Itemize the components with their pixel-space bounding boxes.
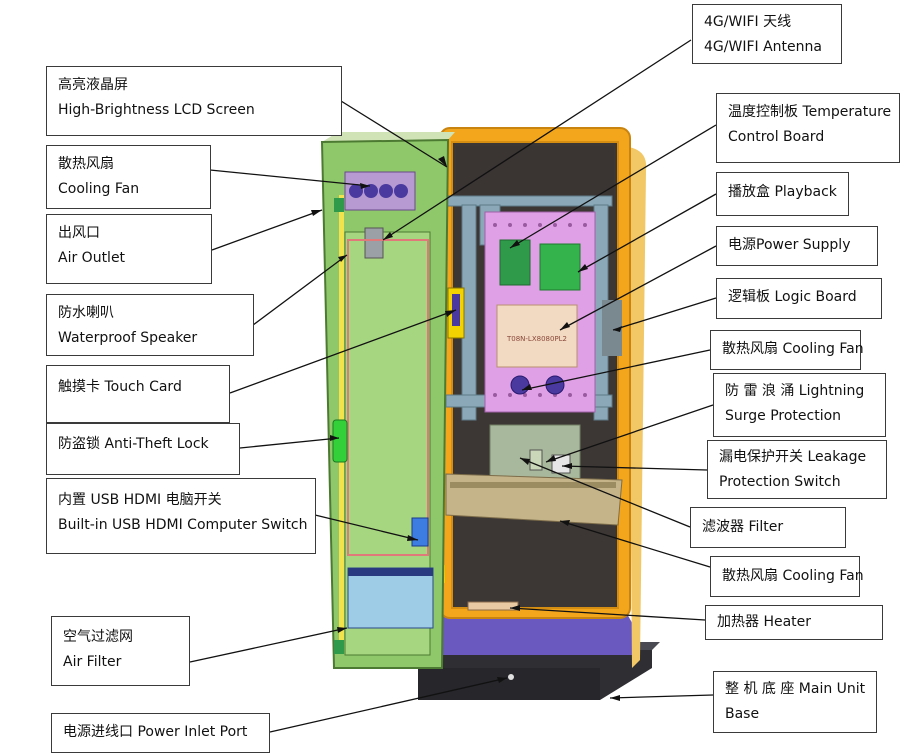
label-main-base-line2: Base (725, 706, 760, 722)
label-touch-card: 触摸卡 Touch Card (46, 365, 230, 423)
label-filter: 滤波器 Filter (690, 507, 846, 548)
air-filter-top-bar (348, 568, 433, 576)
label-playback-text: 播放盒 Playback (728, 184, 837, 200)
door-anti-theft-lock (332, 419, 348, 463)
door-computer-switch (411, 517, 429, 547)
label-cooling-fan-right: 散热风扇 Cooling Fan (710, 330, 864, 370)
label-power-inlet: 电源进线口 Power Inlet Port (51, 713, 270, 753)
label-main-base-line1: 整 机 底 座 Main Unit (725, 681, 866, 697)
leader-lines (189, 39, 717, 733)
label-leakage-line2: Protection Switch (719, 474, 841, 490)
label-antenna: 4G/WIFI 天线 4G/WIFI Antenna (692, 4, 842, 64)
label-antenna-en: 4G/WIFI Antenna (704, 39, 822, 55)
label-playback: 播放盒 Playback (716, 172, 849, 216)
label-air-outlet-en: Air Outlet (58, 250, 126, 266)
label-air-outlet-cn: 出风口 (58, 225, 100, 241)
label-cooling-fan-bottom: 散热风扇 Cooling Fan (710, 556, 864, 597)
label-lcd-screen-cn: 高亮液晶屏 (58, 77, 128, 93)
label-heater: 加热器 Heater (705, 605, 883, 640)
label-air-filter-cn: 空气过滤网 (63, 629, 133, 645)
label-air-outlet: 出风口 Air Outlet (46, 214, 212, 284)
label-waterproof-speaker-en: Waterproof Speaker (58, 330, 198, 346)
label-antenna-cn: 4G/WIFI 天线 (704, 14, 792, 30)
panel-holes (493, 223, 587, 397)
label-anti-theft-lock: 防盗锁 Anti-Theft Lock (46, 423, 240, 475)
svg-text:T08N-LX8080PL2: T08N-LX8080PL2 (506, 335, 567, 343)
label-lcd-screen: 高亮液晶屏 High-Brightness LCD Screen (46, 66, 342, 136)
label-temp-board: 温度控制板 Temperature Control Board (716, 93, 900, 163)
label-lightning-line2: Surge Protection (725, 408, 842, 424)
label-power-supply: 电源Power Supply (716, 226, 878, 266)
label-computer-switch: 内置 USB HDMI 电脑开关 Built-in USB HDMI Compu… (46, 478, 316, 554)
label-logic-board-text: 逻辑板 Logic Board (728, 289, 857, 305)
label-leakage-line1: 漏电保护开关 Leakage (719, 449, 867, 465)
label-leakage: 漏电保护开关 Leakage Protection Switch (707, 440, 887, 499)
label-temp-board-line1: 温度控制板 Temperature (728, 104, 892, 120)
label-power-supply-text: 电源Power Supply (728, 237, 851, 253)
label-lightning-line1: 防 雷 浪 涌 Lightning (725, 383, 865, 399)
door-air-filter (347, 567, 434, 629)
label-temp-board-line2: Control Board (728, 129, 825, 145)
label-power-inlet-text: 电源进线口 Power Inlet Port (63, 724, 248, 740)
label-lightning: 防 雷 浪 涌 Lightning Surge Protection (713, 373, 886, 437)
label-waterproof-speaker-cn: 防水喇叭 (58, 305, 114, 321)
door-hinge-bottom (334, 640, 344, 654)
label-cooling-fan-top-en: Cooling Fan (58, 181, 140, 197)
label-computer-switch-en: Built-in USB HDMI Computer Switch (58, 517, 308, 533)
power-supply-unit (602, 300, 622, 356)
label-cooling-fan-top: 散热风扇 Cooling Fan (46, 145, 211, 209)
door-air-window (347, 239, 429, 556)
filter-rail (445, 473, 623, 526)
label-air-filter: 空气过滤网 Air Filter (51, 616, 190, 686)
label-logic-board: 逻辑板 Logic Board (716, 278, 882, 319)
door-hinge-top (334, 198, 344, 212)
door-cooling-fans (344, 171, 416, 211)
label-lcd-screen-en: High-Brightness LCD Screen (58, 102, 255, 118)
label-filter-text: 滤波器 Filter (702, 519, 784, 535)
logic-board: T08N-LX8080PL2 (496, 304, 578, 368)
label-cooling-fan-top-cn: 散热风扇 (58, 156, 114, 172)
door-air-outlet (364, 227, 384, 259)
label-heater-text: 加热器 Heater (717, 614, 812, 630)
label-waterproof-speaker: 防水喇叭 Waterproof Speaker (46, 294, 254, 356)
label-touch-card-text: 触摸卡 Touch Card (58, 379, 182, 395)
label-cooling-fan-bottom-text: 散热风扇 Cooling Fan (722, 568, 864, 584)
temperature-board (499, 239, 531, 286)
label-main-base: 整 机 底 座 Main Unit Base (713, 671, 877, 733)
label-anti-theft-lock-text: 防盗锁 Anti-Theft Lock (58, 436, 209, 452)
label-cooling-fan-right-text: 散热风扇 Cooling Fan (722, 341, 864, 357)
heater-element (467, 601, 519, 611)
playback-box (539, 243, 581, 291)
leader-arrowheads (311, 156, 622, 701)
lightning-module (529, 449, 543, 471)
label-air-filter-en: Air Filter (63, 654, 122, 670)
label-computer-switch-cn: 内置 USB HDMI 电脑开关 (58, 492, 222, 508)
cabinet-purple-skirt (440, 612, 636, 655)
